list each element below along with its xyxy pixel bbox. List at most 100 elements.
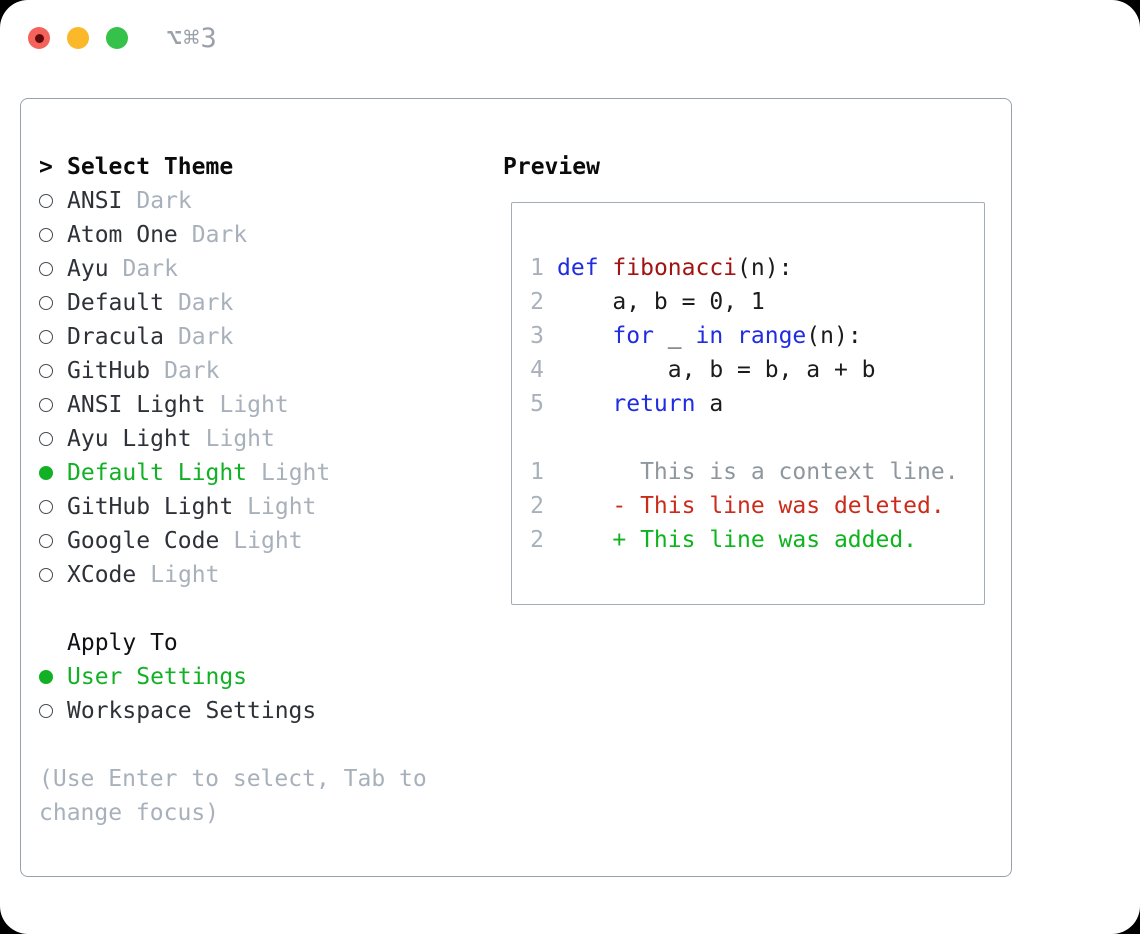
variant-tag: Light [233, 528, 303, 554]
option-label: Default Light [67, 460, 248, 486]
theme-option-ayu[interactable]: Ayu Dark [39, 252, 441, 286]
apply-to-header: Apply To [39, 626, 441, 660]
maximize-button[interactable] [106, 27, 128, 49]
variant-tag: Light [261, 460, 331, 486]
theme-option-default-light[interactable]: Default Light Light [39, 456, 441, 490]
code-line: 3 for _ in range(n): [530, 319, 984, 353]
theme-option-atom-one[interactable]: Atom One Dark [39, 218, 441, 252]
code-token: return [612, 391, 696, 417]
line-number: 2 [530, 527, 544, 553]
titlebar: ⌥⌘3 [0, 0, 1140, 80]
option-label: ANSI [67, 188, 123, 214]
line-number: 2 [530, 493, 544, 519]
code-token: range [737, 323, 807, 349]
radio-unselected-icon [39, 534, 53, 548]
radio-unselected-icon [39, 194, 53, 208]
radio-selected-icon [39, 466, 53, 480]
code-token: (n): [806, 323, 862, 349]
close-dot-icon [34, 33, 44, 43]
variant-tag: Dark [177, 290, 234, 316]
line-number: 1 [530, 255, 544, 281]
option-label: Default [67, 290, 164, 316]
code-token: _ [653, 323, 696, 349]
variant-tag: Light [205, 426, 275, 452]
spacer [39, 728, 441, 762]
code-token [599, 251, 613, 285]
option-label: Ayu [67, 256, 109, 282]
theme-option-ansi[interactable]: ANSI Dark [39, 184, 441, 218]
theme-option-xcode[interactable]: XCode Light [39, 558, 441, 592]
theme-option-github[interactable]: GitHub Dark [39, 354, 441, 388]
apply-to-title: Apply To [67, 630, 178, 656]
theme-option-github-light[interactable]: GitHub Light Light [39, 490, 441, 524]
variant-tag: Dark [122, 256, 178, 282]
theme-option-default[interactable]: Default Dark [39, 286, 441, 320]
diff-text: This is a context line. [557, 459, 959, 485]
code-token: fibonacci [612, 255, 738, 281]
apply-option-workspace-settings[interactable]: Workspace Settings [39, 694, 441, 728]
diff-line: 2 - This line was deleted. [530, 489, 984, 523]
variant-tag: Light [219, 392, 289, 418]
radio-unselected-icon [39, 500, 53, 514]
variant-tag: Light [150, 562, 220, 588]
code-token [723, 319, 737, 353]
option-label: XCode [67, 562, 137, 588]
theme-option-ansi-light[interactable]: ANSI Light Light [39, 388, 441, 422]
help-text: (Use Enter to select, Tab to change focu… [39, 766, 427, 826]
spacer [39, 592, 441, 626]
variant-tag: Dark [136, 188, 192, 214]
radio-unselected-icon [39, 262, 53, 276]
code-line: 2 a, b = 0, 1 [530, 285, 984, 319]
apply-option-user-settings[interactable]: User Settings [39, 660, 441, 694]
spacer [530, 421, 984, 455]
code-line: 4 a, b = b, a + b [530, 353, 984, 387]
radio-unselected-icon [39, 568, 53, 582]
option-label: Ayu Light [67, 426, 192, 452]
radio-unselected-icon [39, 296, 53, 310]
radio-unselected-icon [39, 432, 53, 446]
theme-option-ayu-light[interactable]: Ayu Light Light [39, 422, 441, 456]
diff-preview: 1 This is a context line.2 - This line w… [530, 455, 984, 557]
line-number: 4 [530, 357, 544, 383]
radio-unselected-icon [39, 398, 53, 412]
code-token: a [695, 391, 724, 417]
preview-header: Preview [503, 150, 600, 184]
code-token: a, b = b, a + b [557, 357, 876, 383]
minimize-button[interactable] [67, 27, 89, 49]
option-label: GitHub Light [67, 494, 234, 520]
code-token: a, b = 0, 1 [557, 289, 765, 315]
diff-text: - This line was deleted. [557, 493, 945, 519]
variant-tag: Dark [177, 324, 234, 350]
option-label: GitHub [67, 358, 151, 384]
variant-tag: Light [247, 494, 317, 520]
variant-tag: Dark [191, 222, 248, 248]
code-line: 5 return a [530, 387, 984, 421]
variant-tag: Dark [164, 358, 220, 384]
line-number: 3 [530, 323, 544, 349]
select-theme-title: Select Theme [67, 154, 234, 180]
theme-option-google-code[interactable]: Google Code Light [39, 524, 441, 558]
option-label: Atom One [67, 222, 178, 248]
diff-text: + This line was added. [557, 527, 918, 553]
code-token [557, 319, 612, 353]
close-button[interactable] [28, 27, 50, 49]
window-shortcut-label: ⌥⌘3 [166, 23, 218, 54]
option-label: Google Code [67, 528, 220, 554]
option-label: ANSI Light [67, 392, 206, 418]
preview-title: Preview [503, 154, 600, 180]
code-token: (n): [737, 255, 793, 281]
diff-line: 2 + This line was added. [530, 523, 984, 557]
radio-unselected-icon [39, 228, 53, 242]
radio-selected-icon [39, 670, 53, 684]
line-number: 2 [530, 289, 544, 315]
code-token: in [695, 323, 724, 349]
radio-unselected-icon [39, 330, 53, 344]
